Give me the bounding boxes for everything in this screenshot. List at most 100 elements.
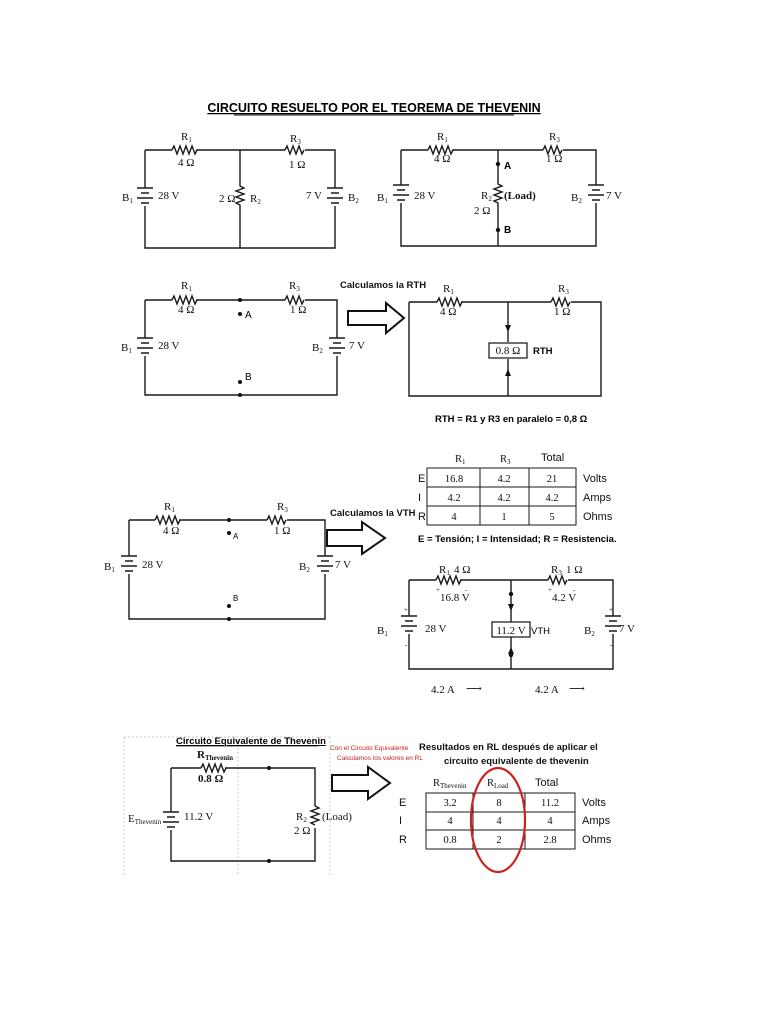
svg-text:Total: Total	[535, 777, 558, 789]
svg-text:7 V: 7 V	[606, 190, 622, 202]
svg-text:R2: R2	[296, 811, 307, 824]
svg-text:1 Ω: 1 Ω	[554, 306, 570, 318]
node-a-label: A	[504, 161, 511, 172]
svg-text:E: E	[399, 797, 406, 809]
svg-text:1 Ω: 1 Ω	[290, 304, 306, 316]
r1-value: 4 Ω	[178, 157, 194, 169]
original-circuit: R1 4 Ω R3 1 Ω 2 Ω R2 B1 28 V 7 V B2	[122, 131, 359, 249]
svg-text:21: 21	[547, 474, 558, 485]
battery-b1	[137, 187, 153, 204]
svg-text:-: -	[573, 586, 576, 594]
vth-legend: E = Tensión; I = Intensidad; R = Resiste…	[418, 534, 617, 545]
r2-value: 2 Ω	[219, 193, 235, 205]
thevenin-equivalent: Circuito Equivalente de Thevenin RTheven…	[123, 736, 352, 875]
svg-text:R3: R3	[290, 133, 301, 146]
svg-text:B2: B2	[299, 561, 310, 574]
svg-text:Amps: Amps	[582, 815, 611, 827]
svg-text:R3: R3	[500, 454, 511, 466]
rth-circuit: 0.8 Ω RTH R1 4 Ω R3 1 Ω	[408, 283, 602, 397]
svg-text:16.8: 16.8	[445, 474, 463, 485]
arrow-to-rth	[347, 300, 406, 336]
svg-text:4 Ω: 4 Ω	[163, 525, 179, 537]
rth-box	[488, 342, 528, 359]
svg-text:3.2: 3.2	[443, 798, 456, 809]
svg-text:R3: R3	[549, 131, 560, 144]
svg-text:B2: B2	[348, 192, 359, 205]
svg-text:A: A	[245, 310, 252, 321]
svg-text:4 Ω: 4 Ω	[440, 306, 456, 318]
svg-text:8: 8	[496, 798, 501, 809]
svg-text:I: I	[418, 492, 421, 504]
vth-table: R1 R3 Total E I R 16.8 4.2 21 4.2 4.2 4.…	[418, 452, 613, 526]
svg-text:0.8 Ω: 0.8 Ω	[198, 773, 224, 785]
svg-text:B1: B1	[377, 625, 388, 638]
load-label: (Load)	[504, 190, 536, 202]
svg-text:R3: R3	[551, 564, 562, 577]
svg-text:-: -	[610, 641, 613, 649]
resistor-r3	[284, 144, 305, 156]
svg-text:28 V: 28 V	[414, 190, 436, 202]
svg-text:7 V: 7 V	[619, 623, 635, 635]
svg-text:+: +	[548, 586, 552, 594]
svg-text:EThevenin: EThevenin	[128, 813, 162, 826]
svg-text:4.2: 4.2	[497, 493, 510, 504]
svg-text:4 Ω: 4 Ω	[454, 564, 470, 576]
svg-text:4.2: 4.2	[497, 474, 510, 485]
current-left: 4.2 A	[431, 684, 455, 696]
svg-text:I: I	[399, 815, 402, 827]
arrow-icon: ⟶	[466, 683, 482, 695]
current-right: 4.2 A	[535, 684, 559, 696]
svg-text:16.8 V: 16.8 V	[440, 592, 470, 604]
svg-text:-: -	[465, 586, 468, 594]
svg-text:4: 4	[496, 816, 502, 827]
battery-b2	[327, 187, 343, 204]
svg-text:7 V: 7 V	[335, 559, 351, 571]
svg-text:B: B	[233, 594, 238, 603]
arrow-to-results	[331, 765, 392, 801]
svg-text:11.2 V: 11.2 V	[496, 625, 525, 637]
svg-text:28 V: 28 V	[158, 340, 180, 352]
svg-text:Ohms: Ohms	[582, 834, 612, 846]
svg-text:+: +	[436, 586, 440, 594]
load-resistor	[309, 805, 321, 826]
svg-text:2 Ω: 2 Ω	[294, 825, 310, 837]
svg-text:R3: R3	[277, 501, 288, 514]
svg-text:4.2: 4.2	[545, 493, 558, 504]
svg-text:R2: R2	[481, 190, 492, 203]
svg-text:5: 5	[549, 512, 554, 523]
svg-text:B1: B1	[122, 192, 133, 205]
svg-text:11.2: 11.2	[541, 798, 559, 809]
vth-circuit: 11.2 V VTH R1 4 Ω R3 1 Ω + - 16.8 V + - …	[377, 564, 635, 696]
vth-left-circuit: R1 4 Ω R3 1 Ω A B B1 28 V B2 7 V	[104, 501, 351, 621]
arrow-icon: ⟶	[569, 683, 585, 695]
highlight-ellipse	[469, 766, 527, 874]
node-b-label: B	[504, 225, 511, 236]
svg-text:R1: R1	[455, 454, 466, 466]
rth-formula: RTH = R1 y R3 en paralelo = 0,8 Ω	[435, 414, 588, 425]
svg-text:B2: B2	[312, 342, 323, 355]
note-line-2: Calculamos los valores en RL	[337, 755, 423, 762]
svg-text:11.2 V: 11.2 V	[184, 811, 213, 823]
resistor-r1	[171, 144, 198, 156]
vth-heading: Calculamos la VTH	[330, 508, 416, 519]
svg-text:2 Ω: 2 Ω	[474, 205, 490, 217]
svg-text:B: B	[245, 372, 252, 383]
svg-text:4: 4	[447, 816, 453, 827]
svg-text:B2: B2	[584, 625, 595, 638]
svg-text:1 Ω: 1 Ω	[274, 525, 290, 537]
svg-text:4 Ω: 4 Ω	[178, 304, 194, 316]
rth-heading: Calculamos la RTH	[340, 280, 426, 291]
svg-text:4: 4	[547, 816, 553, 827]
svg-text:2: 2	[496, 835, 501, 846]
svg-text:B1: B1	[104, 561, 115, 574]
svg-text:R1: R1	[181, 131, 192, 144]
circuit-with-load: R1 4 Ω R3 1 Ω A B R2 (Load) 2 Ω B1 28 V …	[377, 131, 622, 247]
results-heading-1: Resultados en RL después de aplicar el	[419, 742, 598, 753]
svg-text:+: +	[404, 606, 408, 614]
svg-text:1 Ω: 1 Ω	[546, 153, 562, 165]
svg-text:E: E	[418, 473, 425, 485]
equivalent-heading: Circuito Equivalente de Thevenin	[176, 736, 326, 747]
resistor-r2	[234, 150, 246, 248]
svg-text:R: R	[418, 511, 426, 523]
